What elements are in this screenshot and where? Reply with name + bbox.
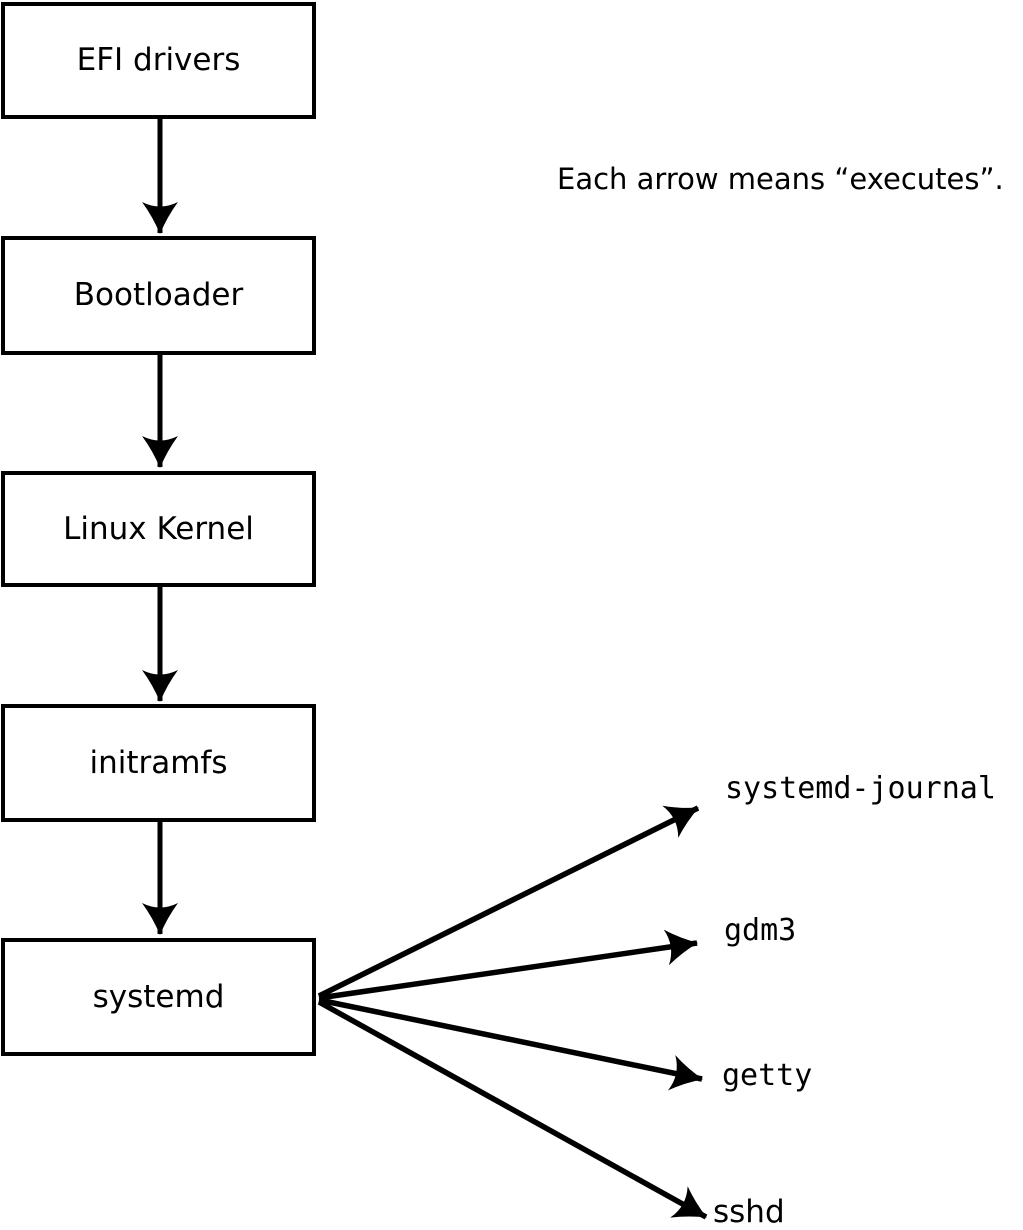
process-label-gdm3: gdm3 [724,913,797,948]
node-bootloader: Bootloader [1,236,316,355]
arrow-systemd-to-journal [317,805,700,999]
process-label-sshd: sshd [713,1194,785,1230]
node-linux-kernel: Linux Kernel [1,471,316,587]
node-label-linux-kernel: Linux Kernel [63,510,254,547]
process-label-systemd-journal: systemd-journal [725,771,996,806]
process-label-getty: getty [722,1058,813,1093]
arrow-systemd-to-getty [318,997,703,1091]
arrow-systemd-to-gdm3 [318,929,698,1001]
node-label-bootloader: Bootloader [73,277,244,313]
node-initramfs: initramfs [1,704,316,822]
node-label-systemd: systemd [92,978,225,1015]
node-label-efi-drivers: EFI drivers [76,42,241,78]
node-systemd: systemd [1,938,316,1056]
arrow-systemd-to-sshd [317,999,708,1220]
legend-note: Each arrow means “executes”. [557,162,1004,196]
node-label-initramfs: initramfs [89,744,228,781]
node-efi-drivers: EFI drivers [1,2,316,119]
